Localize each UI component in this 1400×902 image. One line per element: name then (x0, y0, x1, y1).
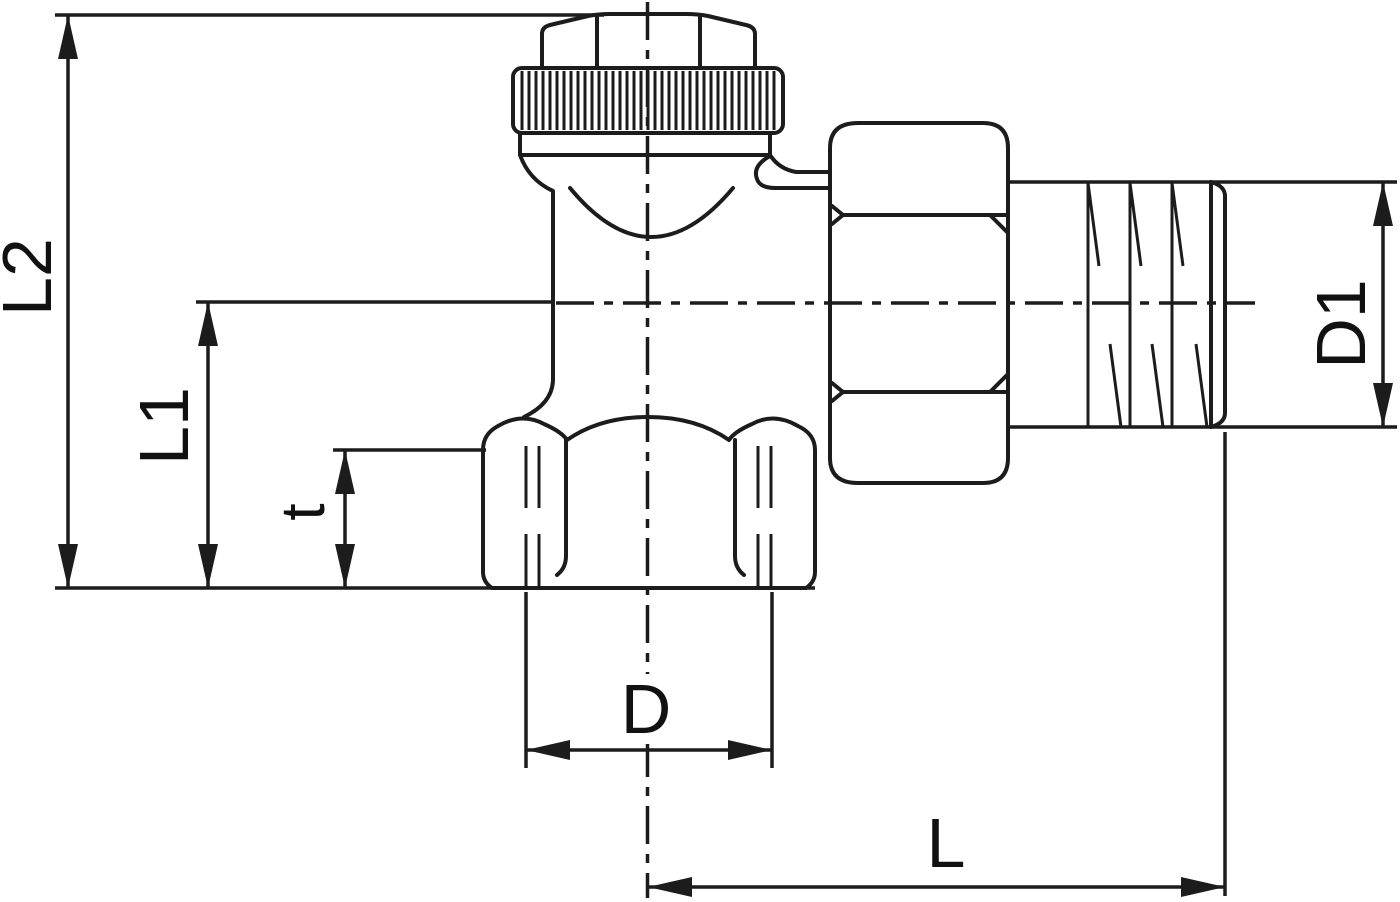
dimension-D (524, 592, 774, 768)
valve-body (518, 153, 832, 419)
dimension-L2 (55, 13, 604, 588)
body-neck-top (768, 153, 832, 174)
nut-chamfer (830, 390, 845, 403)
body-left-wall (518, 153, 555, 419)
pipe-end-face (1209, 180, 1227, 429)
valve-cap (511, 12, 785, 157)
cap-band (518, 131, 772, 157)
nut-chamfer (830, 213, 845, 226)
nut-chamfer (830, 204, 845, 217)
dimension-label-t: t (269, 503, 338, 521)
dimension-L1 (196, 300, 553, 588)
nut-chamfer (988, 372, 1010, 394)
dimension-label-l: L (926, 804, 966, 882)
nut-chamfer (988, 213, 1010, 235)
dimension-t (333, 448, 486, 588)
hex-face-line (733, 438, 746, 577)
hex-face-line (555, 438, 568, 577)
knurl-lines (520, 71, 776, 130)
dimension-label-l1: L1 (125, 387, 203, 465)
dimension-label-d1: D1 (1302, 279, 1380, 369)
dimension-label-l2: L2 (0, 238, 66, 316)
female-thread-lines (524, 446, 773, 586)
body-neck-bottom (753, 154, 832, 190)
dimension-L (648, 432, 1227, 897)
nut-chamfer (830, 381, 845, 394)
dimension-D1 (1008, 180, 1397, 429)
bonnet-dome-arc (568, 186, 735, 239)
dimension-label-d: D (614, 674, 678, 744)
